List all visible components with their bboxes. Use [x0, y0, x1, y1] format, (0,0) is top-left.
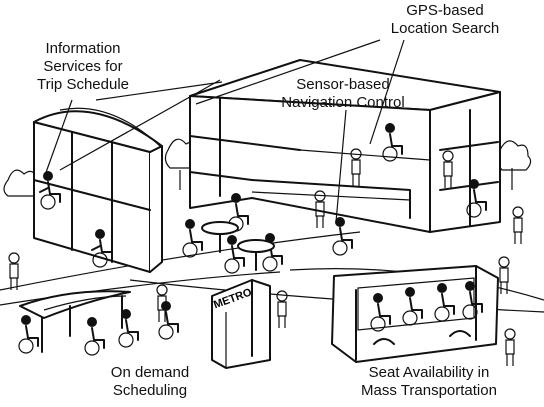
label-on-demand-scheduling: On demand Scheduling	[110, 364, 190, 399]
bus-shelter	[19, 290, 131, 353]
info-kiosk-building	[33, 107, 163, 273]
label-seat-availability: Seat Availability in Mass Transportation	[361, 364, 497, 399]
label-sensor-navigation: Sensor-based Navigation Control	[281, 76, 405, 111]
callout-lines	[43, 39, 405, 223]
metro-sign-post	[211, 279, 271, 369]
label-information-services: Information Services for Trip Schedule	[37, 40, 129, 93]
accessible-bus	[331, 265, 499, 363]
cafe-tables	[201, 221, 275, 271]
pedestrians	[8, 148, 524, 366]
main-building	[189, 59, 501, 233]
label-gps-location-search: GPS-based Location Search	[390, 2, 500, 37]
wheelchair-users	[18, 123, 487, 356]
